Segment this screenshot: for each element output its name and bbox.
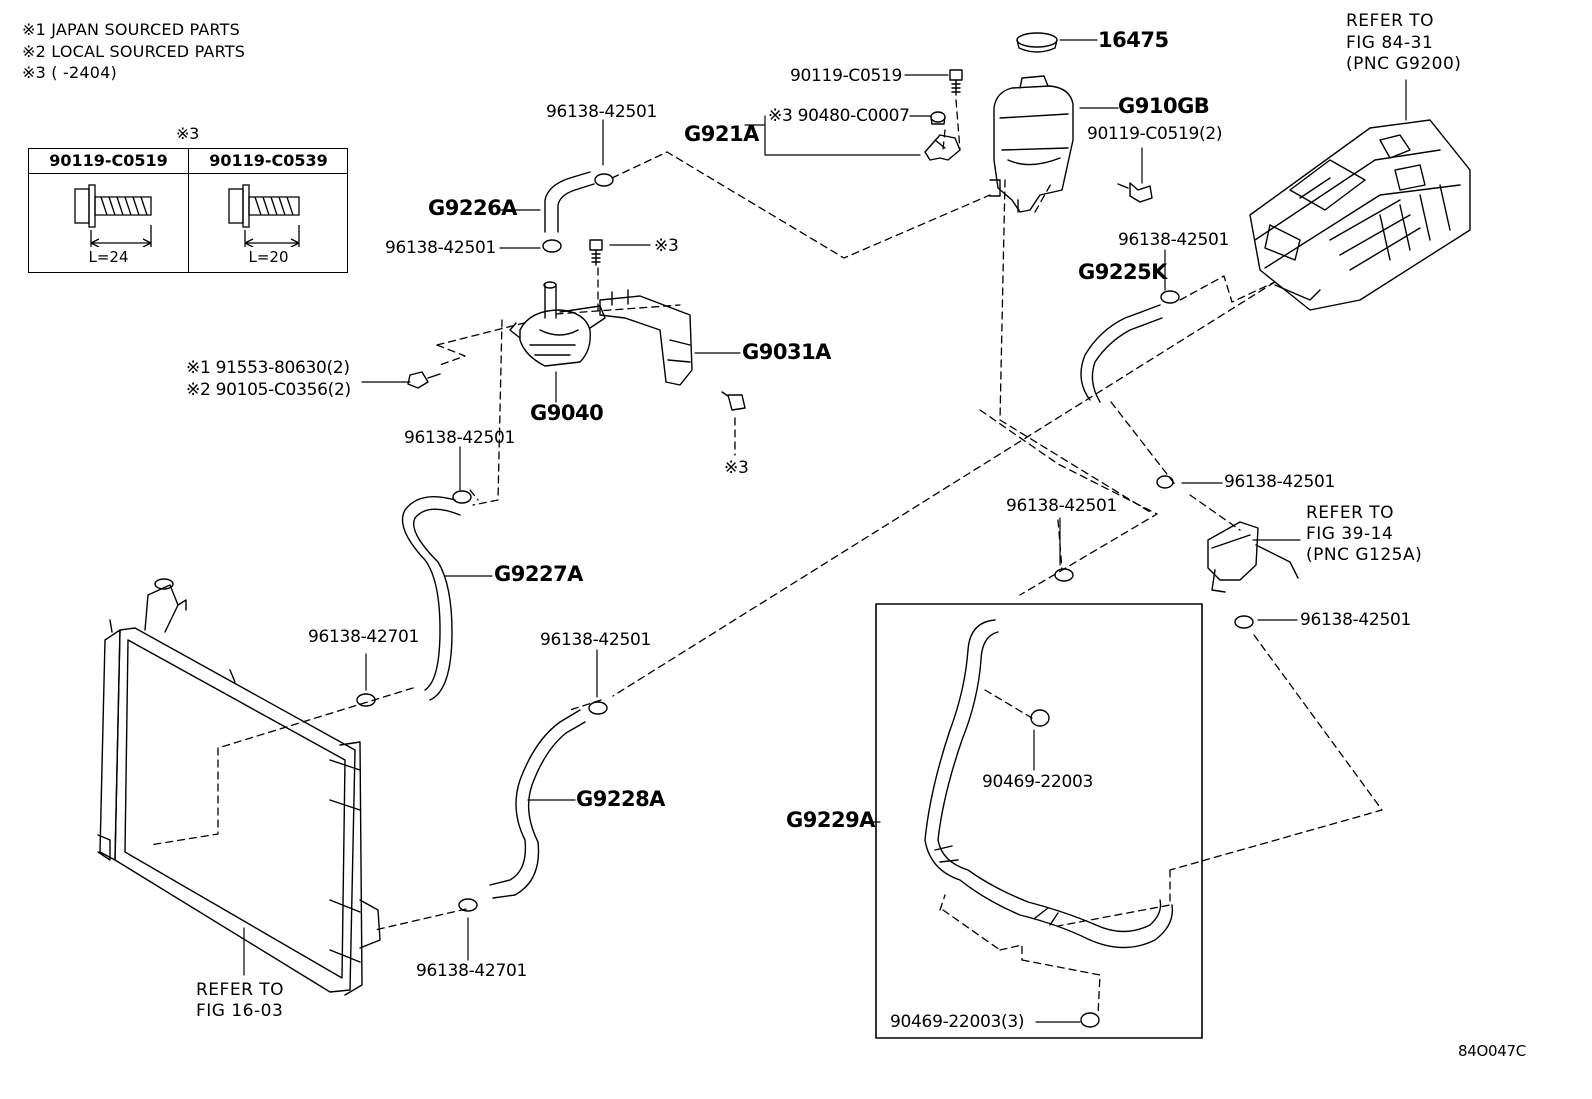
label-96138-42501-top[interactable]: 96138-42501 [546, 102, 657, 122]
legend-part-1: 90119-C0519 [29, 149, 188, 174]
leader-lines [243, 39, 1407, 1023]
hose-g9227a [401, 496, 461, 701]
legend-part-2: 90119-C0539 [189, 149, 348, 174]
ref-valve-line3: (PNC G125A) [1306, 545, 1423, 565]
legend-length-2: L=20 [248, 248, 289, 266]
diagram-id: 84O047C [1458, 1042, 1526, 1060]
legend-col-2: 90119-C0539 L=20 [188, 149, 348, 272]
label-g9229a[interactable]: G9229A [786, 808, 875, 832]
label-mark3-a: ※3 [654, 236, 679, 256]
label-96138-42501-g9228[interactable]: 96138-42501 [540, 630, 651, 650]
label-90469-22003-3[interactable]: 90469-22003(3) [890, 1012, 1025, 1032]
ref-inverter-line1: REFER TO [1346, 11, 1435, 31]
label-g9225k[interactable]: G9225K [1078, 260, 1167, 284]
label-96138-42501-g9225[interactable]: 96138-42501 [1118, 230, 1229, 250]
note-range: ※3 ( -2404) [22, 63, 117, 82]
radiator-assembly [97, 578, 381, 996]
valve-g125a [1207, 521, 1299, 593]
label-g921a[interactable]: G921A [684, 122, 759, 146]
label-96138-42501-box[interactable]: 96138-42501 [1006, 496, 1117, 516]
label-90105-c0356[interactable]: ※2 90105-C0356(2) [186, 380, 351, 400]
water-pump-g9040 [509, 281, 606, 367]
label-g910gb[interactable]: G910GB [1118, 94, 1210, 118]
bolt-pump-top [589, 239, 603, 266]
bolt-length-table: 90119-C0519 L=24 90119-C0539 L=20 [28, 148, 348, 273]
clamps [356, 173, 1254, 1028]
ref-inverter-line2[interactable]: FIG 84-31 [1346, 33, 1434, 53]
label-g9031a[interactable]: G9031A [742, 340, 831, 364]
legend-length-1: L=24 [88, 248, 129, 266]
label-90469-22003[interactable]: 90469-22003 [982, 772, 1093, 792]
g9229a-box [875, 603, 1203, 1039]
bracket-g921a [924, 134, 961, 161]
ref-radiator-line2[interactable]: FIG 16-03 [196, 1001, 284, 1021]
inverter-assembly [1249, 119, 1471, 311]
hose-g9226a [544, 171, 595, 233]
label-96138-42501-mid[interactable]: 96138-42501 [404, 428, 515, 448]
label-g9226a[interactable]: G9226A [428, 196, 517, 220]
bolt-91553 [407, 371, 441, 389]
label-90119-c0519-top[interactable]: 90119-C0519 [790, 66, 903, 86]
label-mark3-b: ※3 [724, 458, 749, 478]
bolt-right [1117, 182, 1153, 203]
bolt-pump-side [721, 391, 746, 411]
label-90480-c0007[interactable]: ※3 90480-C0007 [768, 106, 910, 126]
label-90119-c0519-2[interactable]: 90119-C0519(2) [1087, 124, 1223, 144]
cap-16475 [1016, 32, 1058, 53]
ref-valve-line1: REFER TO [1306, 503, 1395, 523]
hose-g9228a [489, 709, 586, 899]
label-96138-42701-b[interactable]: 96138-42701 [416, 961, 527, 981]
ref-valve-line2[interactable]: FIG 39-14 [1306, 524, 1394, 544]
grommet-90480 [930, 111, 946, 125]
hose-g9225k [1080, 304, 1163, 403]
note-local: ※2 LOCAL SOURCED PARTS [22, 42, 246, 61]
label-96138-42501-pump[interactable]: 96138-42501 [385, 238, 496, 258]
label-96138-42501-right2[interactable]: 96138-42501 [1300, 610, 1411, 630]
bracket-g9031a [599, 289, 693, 386]
bolt-icon [74, 184, 152, 247]
label-g9040[interactable]: G9040 [530, 401, 604, 425]
legend-mark: ※3 [176, 124, 199, 143]
label-g9227a[interactable]: G9227A [494, 562, 583, 586]
label-96138-42501-right1[interactable]: 96138-42501 [1224, 472, 1335, 492]
hose-g9229a [924, 619, 1174, 949]
bolt-icon [228, 184, 300, 247]
ref-radiator-line1: REFER TO [196, 980, 285, 1000]
ref-inverter-line3: (PNC G9200) [1346, 54, 1462, 74]
label-g9228a[interactable]: G9228A [576, 787, 665, 811]
label-91553-80630[interactable]: ※1 91553-80630(2) [186, 358, 350, 378]
label-96138-42701-a[interactable]: 96138-42701 [308, 627, 419, 647]
label-16475[interactable]: 16475 [1098, 28, 1169, 52]
bolt-top [949, 69, 963, 96]
reservoir-tank [989, 75, 1074, 213]
note-japan: ※1 JAPAN SOURCED PARTS [22, 20, 241, 39]
legend-col-1: 90119-C0519 L=24 [29, 149, 188, 272]
